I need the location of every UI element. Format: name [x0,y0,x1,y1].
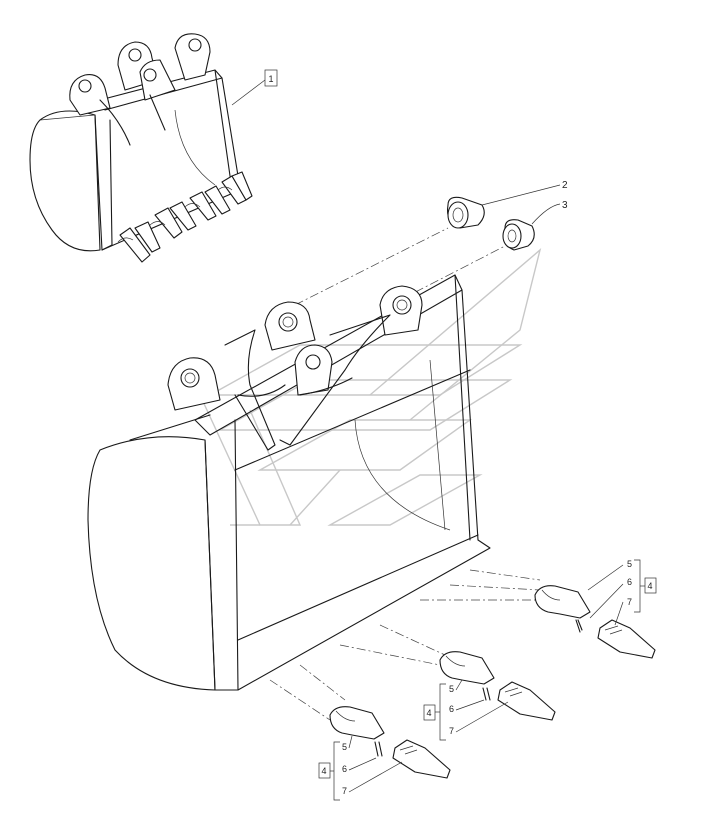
tooth-left-tip-label: 7 [342,786,347,796]
tooth-right-adapter-label: 5 [627,559,632,569]
tooth-left-group-ref: 4 [321,766,326,776]
bushing-3-label: 3 [562,200,568,211]
tooth-group-right: 5 6 7 4 [534,559,657,659]
tooth-right-pin-label: 6 [627,577,632,587]
guide-line-bushing-3 [399,245,506,301]
tooth-right-tip-label: 7 [627,597,632,607]
tooth-middle-adapter-label: 5 [449,684,454,694]
tooth-group-middle: 5 6 7 4 [423,651,556,741]
bushing-2-label: 2 [562,180,568,191]
tooth-left-adapter-label: 5 [342,742,347,752]
bushing-3: 3 [502,200,568,251]
watermark-logo [199,248,542,526]
tooth-group-left: 5 6 7 4 [318,706,451,801]
guide-line-bushing-2 [294,227,449,306]
small-bucket [29,33,253,263]
large-bucket [87,274,491,691]
tooth-guide-lines [269,569,541,721]
tooth-middle-group-ref: 4 [426,708,431,718]
small-bucket-teeth [117,171,253,263]
bucket-ref-label: 1 [268,74,273,84]
tooth-right-group-ref: 4 [647,581,652,591]
bushing-2: 2 [446,180,568,229]
callout-bucket: 1 [231,69,278,106]
tooth-left-pin-label: 6 [342,764,347,774]
tooth-middle-tip-label: 7 [449,726,454,736]
tooth-middle-pin-label: 6 [449,704,454,714]
